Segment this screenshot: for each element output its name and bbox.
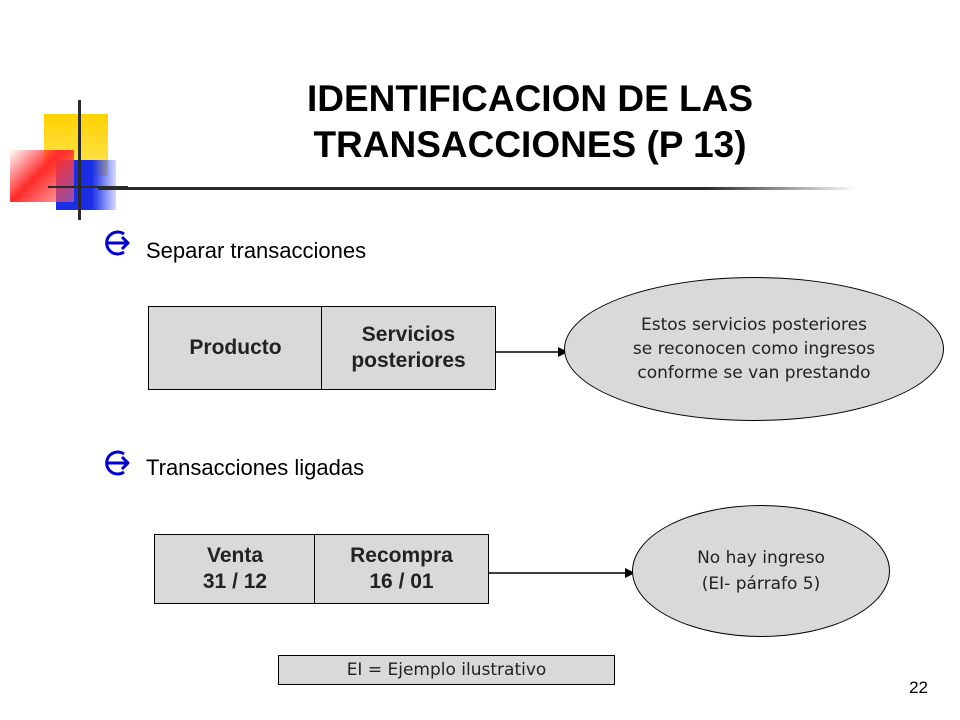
title-line-2: TRANSACCIONES (P 13) (313, 124, 747, 165)
producto-label: Producto (189, 336, 282, 359)
ellipse1-line-1: Estos servicios posteriores (641, 315, 867, 335)
title-underline (98, 187, 858, 190)
no-ingreso-ellipse: No hay ingreso (EI- párrafo 5) (632, 505, 890, 637)
page-number: 22 (909, 678, 928, 697)
arrow-bullet-icon (102, 448, 132, 478)
decorative-squares-logo (10, 100, 150, 220)
recompra-label-2: 16 / 01 (369, 570, 434, 593)
bullet-separar-transacciones: Separar transacciones (146, 238, 367, 263)
venta-label-1: Venta (206, 544, 264, 567)
recompra-label-1: Recompra (350, 544, 453, 567)
ellipse1-line-3: conforme se van prestando (637, 363, 871, 383)
recompra-box: Recompra 16 / 01 (314, 534, 489, 604)
servicios-note-ellipse: Estos servicios posteriores se reconocen… (564, 277, 944, 421)
arrow-connector-1 (496, 347, 568, 357)
venta-label-2: 31 / 12 (202, 570, 268, 593)
title-line-1: IDENTIFICACION DE LAS (306, 78, 754, 119)
producto-box: Producto (148, 306, 323, 390)
ellipse1-line-2: se reconocen como ingresos (632, 339, 876, 359)
arrow-connector-2 (489, 568, 635, 578)
horizontal-line (48, 186, 128, 188)
venta-box: Venta 31 / 12 (154, 534, 316, 604)
servicios-label-1: Servicios (361, 323, 456, 346)
slide-title: IDENTIFICACION DE LAS TRANSACCIONES (P 1… (230, 76, 830, 168)
servicios-posteriores-box: Servicios posteriores (321, 306, 496, 390)
footnote-box: EI = Ejemplo ilustrativo (278, 655, 615, 685)
bullet-transacciones-ligadas: Transacciones ligadas (146, 455, 365, 480)
ellipse2-line-2: (EI- párrafo 5) (701, 574, 821, 594)
vertical-line (78, 100, 81, 220)
servicios-label-2: posteriores (351, 349, 466, 372)
red-square (10, 150, 74, 202)
ellipse2-line-1: No hay ingreso (697, 548, 825, 568)
arrow-bullet-icon (102, 228, 132, 258)
